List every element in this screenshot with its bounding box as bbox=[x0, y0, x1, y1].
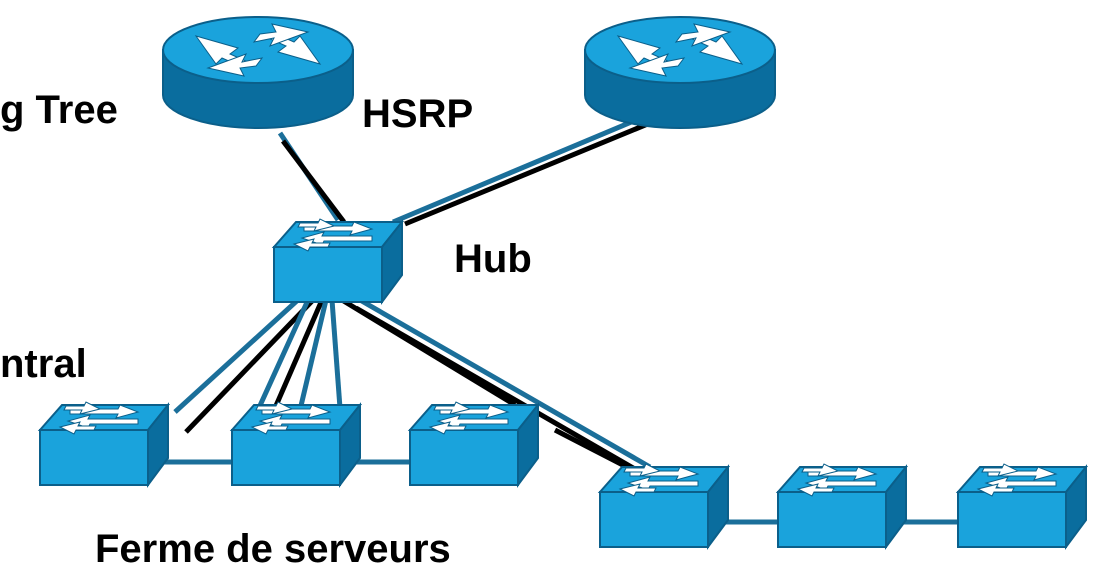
router-right bbox=[584, 16, 776, 129]
router-left bbox=[162, 16, 354, 129]
switch-6 bbox=[957, 463, 1087, 548]
link-hub-switch4-blue bbox=[358, 297, 652, 470]
switch-icon bbox=[39, 401, 169, 486]
label-hsrp: HSRP bbox=[362, 92, 473, 136]
switch-1 bbox=[39, 401, 169, 486]
label-central: ntral bbox=[0, 342, 87, 386]
switch-5 bbox=[777, 463, 907, 548]
link-hub-switch1-blue bbox=[173, 296, 302, 414]
switch-icon bbox=[231, 401, 361, 486]
switch-icon bbox=[777, 463, 907, 548]
link-hub-switch2-blue bbox=[255, 298, 311, 412]
link-hub-switch1-black bbox=[184, 296, 317, 434]
link-hub-switch2-black bbox=[272, 299, 325, 409]
link-hub-switch4-black-upper bbox=[354, 305, 642, 475]
label-server-farm: Ferme de serveurs bbox=[95, 527, 451, 571]
switch-4 bbox=[599, 463, 729, 548]
link-hub-switch2-blue-3 bbox=[329, 299, 343, 409]
switch-icon bbox=[273, 218, 403, 303]
switch-2 bbox=[231, 401, 361, 486]
hub-switch bbox=[273, 218, 403, 303]
switch-icon bbox=[599, 463, 729, 548]
label-spanning-tree: g Tree bbox=[0, 88, 118, 132]
router-icon bbox=[162, 16, 354, 129]
label-hub: Hub bbox=[454, 237, 532, 281]
switch-3 bbox=[409, 401, 539, 486]
link-hub-switch2-blue-2 bbox=[297, 299, 329, 411]
router-icon bbox=[584, 16, 776, 129]
link-router-left-hub-black bbox=[281, 139, 346, 224]
link-router-right-hub-blue bbox=[392, 107, 661, 225]
switch-icon bbox=[957, 463, 1087, 548]
link-router-right-hub-black bbox=[404, 111, 673, 227]
switch-icon bbox=[409, 401, 539, 486]
